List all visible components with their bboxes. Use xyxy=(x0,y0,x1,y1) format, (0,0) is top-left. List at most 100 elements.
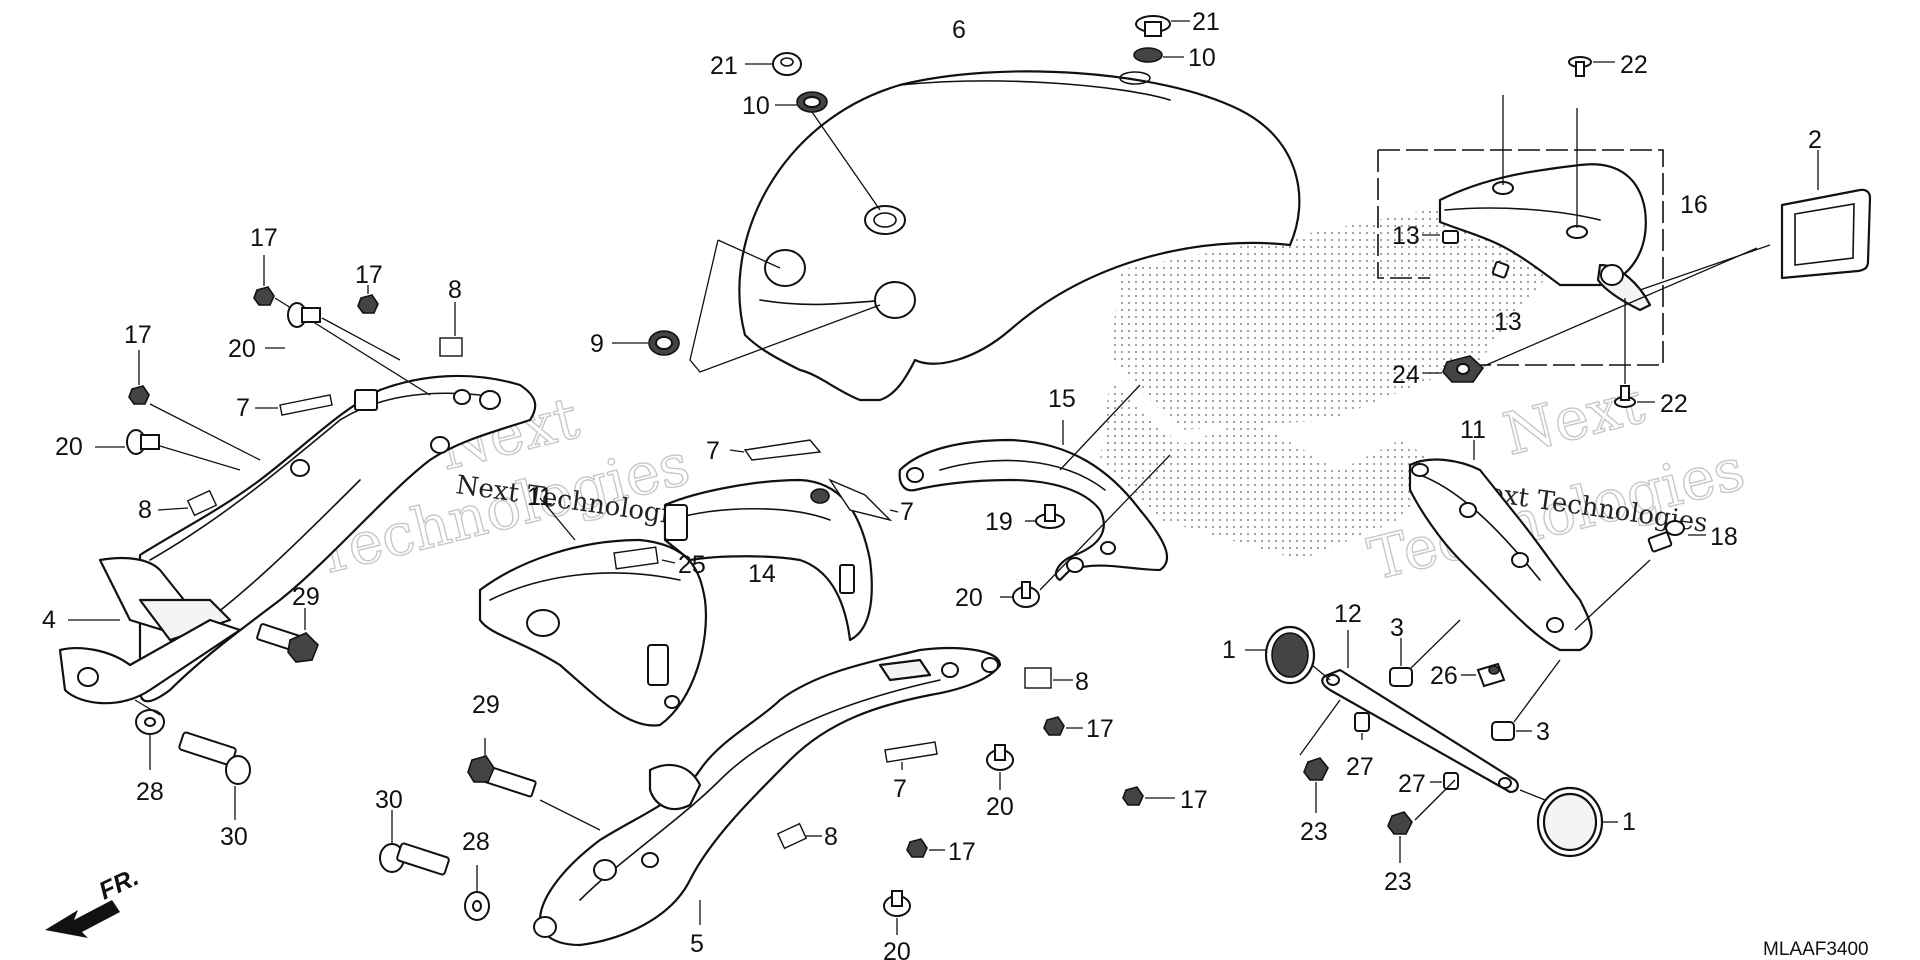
nut-26 xyxy=(1476,662,1506,688)
decal-25 xyxy=(613,546,659,570)
rubber-cap-21-left xyxy=(772,52,802,76)
callout-27: 27 xyxy=(1398,770,1426,798)
callout-19: 19 xyxy=(985,508,1013,536)
callout-1: 1 xyxy=(1222,636,1236,664)
callout-26: 26 xyxy=(1430,662,1458,690)
callout-17: 17 xyxy=(1180,786,1208,814)
callout-23: 23 xyxy=(1300,818,1328,846)
callout-8: 8 xyxy=(138,496,152,524)
bolt-30-right xyxy=(379,842,450,876)
diagram-code: MLAAF3400 xyxy=(1763,939,1869,960)
bolt-20-c xyxy=(986,744,1014,771)
rear-frame-4-left xyxy=(58,374,537,705)
svg-text:Next: Next xyxy=(1497,368,1650,468)
callout-21: 21 xyxy=(710,52,738,80)
callout-29: 29 xyxy=(472,691,500,719)
callout-4: 4 xyxy=(42,606,56,634)
license-bracket-11-right xyxy=(1408,458,1593,652)
callout-28: 28 xyxy=(462,828,490,856)
rubber-cap-21-top xyxy=(1135,15,1171,37)
stipple-area-lower xyxy=(1100,380,1450,560)
front-direction-label: FR. xyxy=(95,863,143,905)
callout-7: 7 xyxy=(236,394,250,422)
reflector-stay-12 xyxy=(1321,668,1519,794)
callout-11: 11 xyxy=(1460,416,1486,444)
callout-18: 18 xyxy=(1710,523,1738,551)
callout-8: 8 xyxy=(1075,668,1089,696)
decal-8-b xyxy=(186,489,218,517)
decal-8-c xyxy=(1024,667,1052,689)
callout-20: 20 xyxy=(955,584,983,612)
callout-9: 9 xyxy=(590,330,604,358)
rear-frame-5-right xyxy=(533,647,1002,947)
callout-10: 10 xyxy=(1188,44,1216,72)
bolt-18 xyxy=(1647,520,1685,553)
collar-3-upper xyxy=(1389,667,1413,687)
decal-7-a xyxy=(743,439,822,461)
callout-23: 23 xyxy=(1384,868,1412,896)
collar-3-lower xyxy=(1491,721,1515,741)
callout-5: 5 xyxy=(690,930,704,958)
callout-2: 2 xyxy=(1808,126,1822,154)
callout-3: 3 xyxy=(1536,718,1550,746)
callout-17: 17 xyxy=(1086,715,1114,743)
tail-light-part xyxy=(1438,163,1652,312)
grommet-10-top xyxy=(1133,47,1163,63)
callout-8: 8 xyxy=(448,276,462,304)
callout-7: 7 xyxy=(893,775,907,803)
reflector-1-left xyxy=(1264,625,1316,685)
rear-fender-part xyxy=(738,70,1301,402)
reflector-1-right xyxy=(1536,786,1604,858)
bolt-20-a xyxy=(287,302,321,328)
flange-bolt-17-d xyxy=(1043,716,1065,736)
callout-25: 25 xyxy=(678,551,706,579)
bolt-29-upper xyxy=(256,623,319,663)
callout-17: 17 xyxy=(250,224,278,252)
callout-27: 27 xyxy=(1346,753,1374,781)
callout-7: 7 xyxy=(900,498,914,526)
nut-23-a xyxy=(1303,757,1329,781)
callout-3: 3 xyxy=(1390,614,1404,642)
callout-22: 22 xyxy=(1620,51,1648,79)
tail-light-assembly-box xyxy=(1377,149,1664,366)
stipple-area-rack xyxy=(1110,420,1180,470)
bolt-20-b xyxy=(126,429,160,455)
callout-20: 20 xyxy=(883,938,911,960)
callout-21: 21 xyxy=(1192,8,1220,36)
bolt-20-middle xyxy=(1012,581,1040,608)
callout-17: 17 xyxy=(355,261,383,289)
nut-23-b xyxy=(1387,811,1413,835)
nut-13-lower xyxy=(1491,260,1510,279)
callout-29: 29 xyxy=(292,583,320,611)
collar-27-b xyxy=(1443,772,1459,790)
callout-7: 7 xyxy=(706,437,720,465)
side-cover-14-part xyxy=(663,478,873,642)
callout-labels: 1 1 2 3 3 4 5 6 7 7 7 7 8 8 8 8 9 10 10 … xyxy=(42,8,1822,960)
flange-bolt-17-b xyxy=(357,294,379,314)
callout-17: 17 xyxy=(124,321,152,349)
callout-28: 28 xyxy=(136,778,164,806)
callout-12: 12 xyxy=(1334,600,1362,628)
callout-13: 13 xyxy=(1392,222,1420,250)
front-direction-indicator: FR. xyxy=(45,863,143,938)
callout-20: 20 xyxy=(55,433,83,461)
callout-30: 30 xyxy=(220,823,248,851)
callout-24: 24 xyxy=(1392,361,1420,389)
callout-22: 22 xyxy=(1660,390,1688,418)
bolt-19 xyxy=(1035,504,1065,529)
flange-bolt-17-e xyxy=(1122,786,1144,806)
decal-7-b xyxy=(828,478,893,522)
grab-rail-part xyxy=(898,438,1169,582)
bolt-30-left xyxy=(178,731,251,785)
decal-7-d xyxy=(884,741,938,763)
decal-7-c xyxy=(279,394,333,416)
flange-bolt-17-a xyxy=(253,286,275,306)
callout-30: 30 xyxy=(375,786,403,814)
callout-13: 13 xyxy=(1494,308,1522,336)
flange-bolt-17-c xyxy=(128,385,150,405)
screw-22-bottom xyxy=(1614,385,1636,408)
callout-15: 15 xyxy=(1048,385,1076,413)
decal-8-a xyxy=(439,337,463,357)
callout-6: 6 xyxy=(952,16,966,44)
